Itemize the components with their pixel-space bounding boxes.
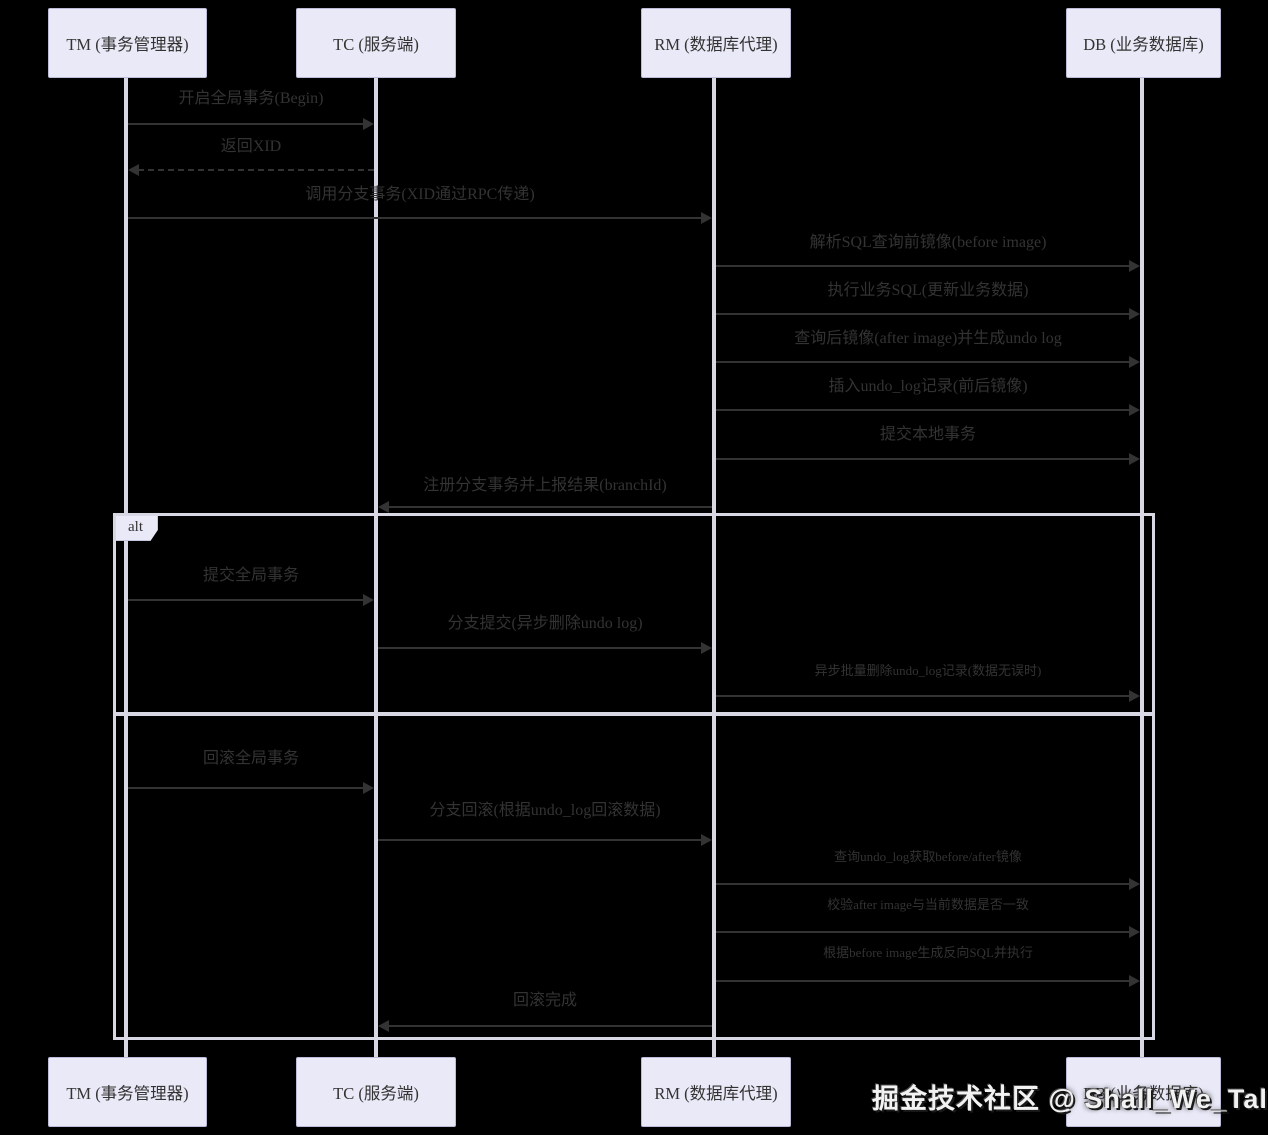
message-label: 提交本地事务 [879, 426, 977, 443]
arrowhead-icon [1129, 356, 1140, 368]
message-label: 返回XID [220, 138, 282, 155]
arrowhead-icon [363, 782, 374, 794]
participant-box-RM-bottom: RM (数据库代理) [641, 1057, 791, 1127]
alt-divider [113, 712, 1155, 716]
message-label: 异步批量删除undo_log记录(数据无误时) [814, 663, 1042, 678]
message-arrow [716, 883, 1130, 885]
arrowhead-icon [378, 501, 389, 513]
arrowhead-icon [1129, 690, 1140, 702]
arrowhead-icon [363, 118, 374, 130]
lifeline-DB [1140, 78, 1144, 1057]
arrowhead-icon [378, 1020, 389, 1032]
participant-label-RM: RM (数据库代理) [654, 35, 778, 54]
message-label: 校验after image与当前数据是否一致 [827, 897, 1029, 912]
message-label: 开启全局事务(Begin) [178, 90, 324, 107]
arrowhead-icon [701, 212, 712, 224]
arrowhead-icon [1129, 878, 1140, 890]
message-arrow [128, 123, 364, 125]
arrowhead-icon [701, 834, 712, 846]
message-arrow [716, 980, 1130, 982]
arrowhead-icon [1129, 926, 1140, 938]
arrowhead-icon [1129, 975, 1140, 987]
message-label: 分支回滚(根据undo_log回滚数据) [429, 802, 661, 819]
message-label: 解析SQL查询前镜像(before image) [809, 234, 1047, 251]
message-arrow [378, 839, 702, 841]
participant-label-TC: TC (服务端) [333, 1084, 419, 1103]
arrowhead-icon [128, 164, 139, 176]
message-label: 回滚全局事务 [202, 750, 300, 767]
message-arrow [716, 265, 1130, 267]
participant-box-TC-top: TC (服务端) [296, 8, 456, 78]
message-label: 查询undo_log获取before/after镜像 [834, 849, 1022, 864]
message-label: 回滚完成 [512, 992, 578, 1009]
message-arrow [128, 787, 364, 789]
participant-label-TM: TM (事务管理器) [66, 1084, 189, 1103]
arrowhead-icon [1129, 404, 1140, 416]
lifeline-RM [712, 78, 716, 1057]
message-arrow [716, 931, 1130, 933]
participant-label-DB: DB (业务数据库) [1083, 35, 1204, 54]
message-arrow [716, 458, 1130, 460]
message-arrow [716, 313, 1130, 315]
message-label: 插入undo_log记录(前后镜像) [828, 378, 1028, 395]
lifeline-TC [374, 78, 378, 1057]
arrowhead-icon [363, 594, 374, 606]
watermark: 掘金技术社区 @ Shall_We_Talk [872, 1084, 1268, 1114]
message-arrow [716, 695, 1130, 697]
message-arrow [128, 217, 702, 219]
participant-label-RM: RM (数据库代理) [654, 1084, 778, 1103]
participant-box-DB-bottom: DB (业务数据库) [1066, 1057, 1221, 1127]
arrowhead-icon [701, 642, 712, 654]
message-arrow [388, 1025, 712, 1027]
arrowhead-icon [1129, 260, 1140, 272]
participant-box-TC-bottom: TC (服务端) [296, 1057, 456, 1127]
message-label: 执行业务SQL(更新业务数据) [827, 282, 1029, 299]
lifeline-TM [124, 78, 128, 1057]
message-label: 注册分支事务并上报结果(branchId) [423, 477, 667, 494]
participant-label-DB: DB (业务数据库) [1083, 1084, 1204, 1103]
alt-label: alt [116, 516, 158, 541]
message-arrow [716, 361, 1130, 363]
participant-label-TC: TC (服务端) [333, 35, 419, 54]
message-arrow [388, 506, 712, 508]
participant-box-TM-top: TM (事务管理器) [48, 8, 207, 78]
message-label: 提交全局事务 [202, 567, 300, 584]
participant-box-TM-bottom: TM (事务管理器) [48, 1057, 207, 1127]
message-arrow [378, 647, 702, 649]
message-label: 分支提交(异步删除undo log) [447, 615, 643, 632]
arrowhead-icon [1129, 308, 1140, 320]
message-label: 查询后镜像(after image)并生成undo log [794, 330, 1062, 347]
message-arrow [716, 409, 1130, 411]
message-arrow [128, 599, 364, 601]
message-label: 调用分支事务(XID通过RPC传递) [305, 186, 535, 203]
participant-label-TM: TM (事务管理器) [66, 35, 189, 54]
participant-box-RM-top: RM (数据库代理) [641, 8, 791, 78]
alt-frame [113, 513, 1155, 1040]
participant-box-DB-top: DB (业务数据库) [1066, 8, 1221, 78]
message-label: 根据before image生成反向SQL并执行 [823, 945, 1033, 960]
message-arrow [138, 169, 374, 171]
arrowhead-icon [1129, 453, 1140, 465]
